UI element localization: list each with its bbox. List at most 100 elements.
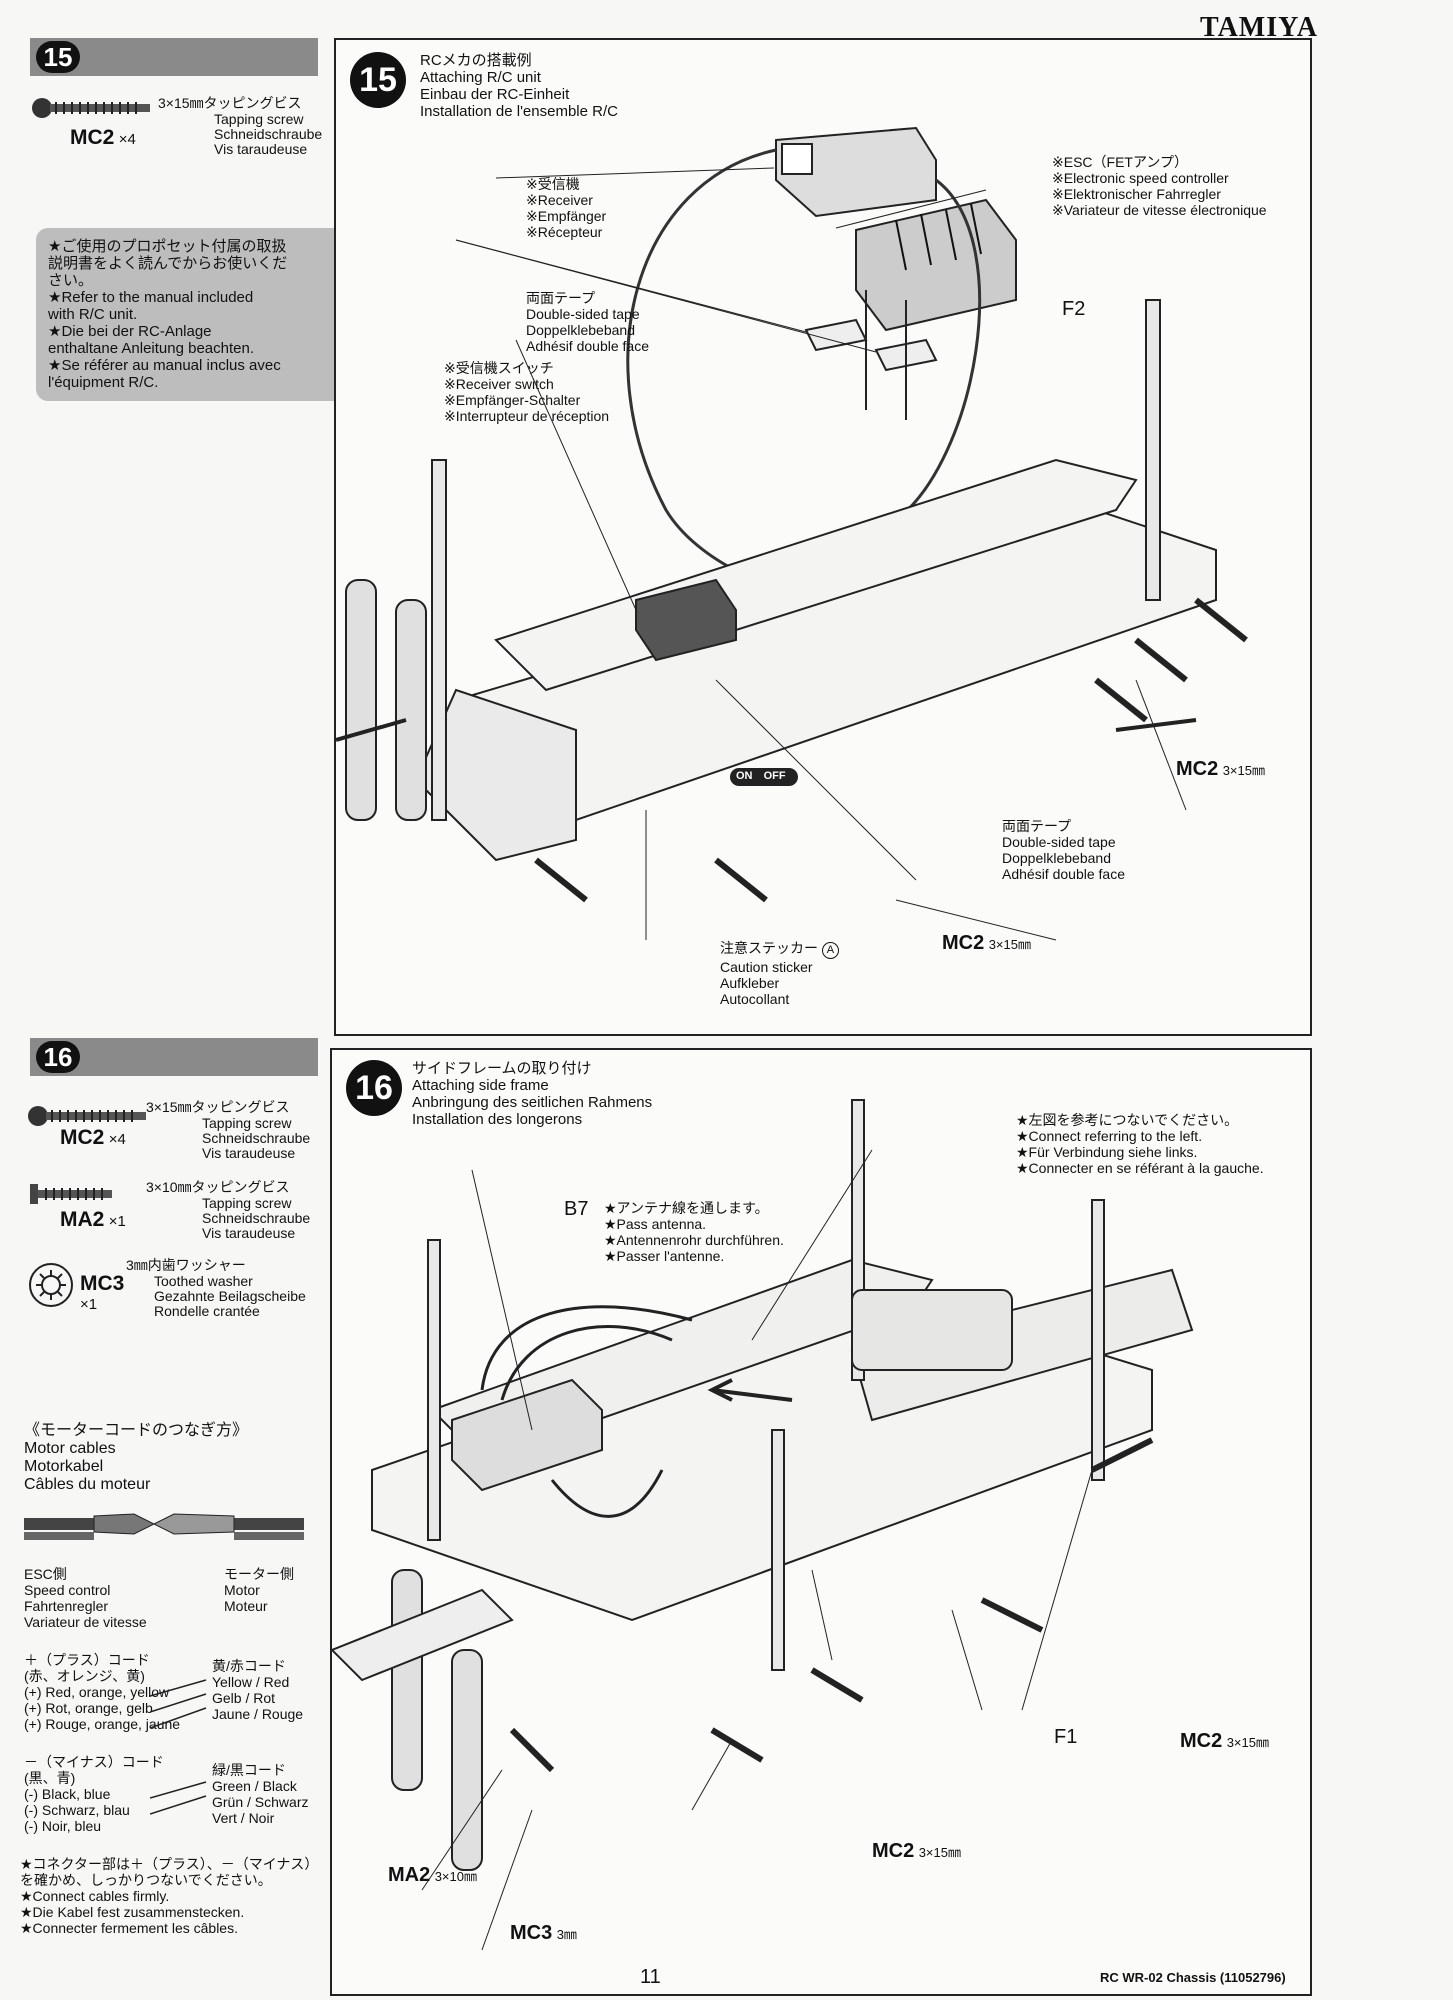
note-line: 説明書をよく読んでからお使いくだ xyxy=(48,255,288,272)
part-mc2-step16: 3×15㎜タッピングビス Tapping screw Schneidschrau… xyxy=(26,1098,326,1168)
label-line: Aufkleber xyxy=(720,975,780,991)
note-line: l'équipment R/C. xyxy=(48,374,159,391)
note-line: ★Die Kabel fest zusammenstecken. xyxy=(20,1904,245,1920)
desc-line: Tapping screw xyxy=(202,1115,292,1131)
label-line: Jaune / Rouge xyxy=(212,1706,304,1722)
part-code: MC3 xyxy=(510,1922,553,1944)
note-line: ★Pass antenna. xyxy=(604,1216,707,1232)
mc2-right-label-16: MC2 3×15㎜ xyxy=(1180,1730,1269,1753)
label-line: 注意ステッカー xyxy=(720,940,818,956)
label-line: (-) Noir, bleu xyxy=(24,1818,102,1834)
mc2-desc: Tapping screw Schneidschraube Vis taraud… xyxy=(214,112,322,157)
label-line: ※Electronic speed controller xyxy=(1052,170,1229,186)
part-code: MC2 xyxy=(872,1840,915,1862)
desc-line: Tapping screw xyxy=(214,111,304,127)
label-line: Gelb / Rot xyxy=(212,1690,276,1706)
label-line: 両面テープ xyxy=(526,290,596,306)
label-line: ※Elektronischer Fahrregler xyxy=(1052,186,1221,202)
note-line: ★コネクター部は＋（プラス）、－（マイナス） xyxy=(20,1856,319,1872)
label-line: Adhésif double face xyxy=(1002,866,1125,882)
mc2-code: MC2 xyxy=(70,126,115,149)
note-line: ★Connect cables firmly. xyxy=(20,1888,170,1904)
mc3-desc: Toothed washer Gezahnte Beilagscheibe Ro… xyxy=(154,1274,306,1319)
title-line: Attaching R/C unit xyxy=(420,69,541,86)
part-code: MC2 xyxy=(1176,758,1219,780)
switch-on-label: ON xyxy=(736,770,753,782)
note-line: ★Connecter en se référant à la gauche. xyxy=(1016,1160,1264,1176)
ma2-label-16: MA2 3×10㎜ xyxy=(388,1864,477,1887)
desc-line: Schneidschraube xyxy=(214,126,323,142)
note-line: ★Connect referring to the left. xyxy=(1016,1128,1203,1144)
note-line: enthaltane Anleitung beachten. xyxy=(48,340,255,357)
receiver-shape xyxy=(775,126,937,218)
part-dim: 3×10㎜ xyxy=(434,1869,477,1884)
chassis-diagram-15 xyxy=(336,126,1248,941)
label-line: Caution sticker xyxy=(720,959,813,975)
heading-line: 《モーターコードのつなぎ方》 xyxy=(24,1422,249,1439)
part-f2-label: F2 xyxy=(1062,298,1086,320)
caution-sticker-label: 注意ステッカー A Caution sticker Aufkleber Auto… xyxy=(720,940,839,1007)
mc2-bottom-label: MC2 3×15㎜ xyxy=(942,932,1031,955)
label-line: (+) Rot, orange, gelb xyxy=(24,1700,153,1716)
title-line: Installation de l'ensemble R/C xyxy=(420,103,618,120)
label-line: (+) Red, orange, yellow xyxy=(24,1684,170,1700)
label-line: Vert / Noir xyxy=(212,1810,275,1826)
label-line: ※ESC（FETアンプ） xyxy=(1052,154,1188,170)
label-line: ※Empfänger xyxy=(526,208,607,224)
mc2-desc: Tapping screw Schneidschraube Vis taraud… xyxy=(202,1116,310,1161)
ma2-code: MA2 xyxy=(60,1208,105,1231)
step-16-circle: 16 xyxy=(346,1060,402,1116)
label-line: Moteur xyxy=(224,1598,268,1614)
plus-cord-label: ＋（プラス）コード (赤、オレンジ、黄) (+) Red, orange, ye… xyxy=(24,1652,180,1732)
label-line: ※受信機スイッチ xyxy=(444,360,554,376)
sticker-a-mark: A xyxy=(821,942,839,959)
step-15-circle: 15 xyxy=(350,52,406,108)
switch-off-label: OFF xyxy=(763,770,786,782)
motor-side-label: モーター側 Motor Moteur xyxy=(224,1566,294,1614)
note-line: ★Antennenrohr durchführen. xyxy=(604,1232,784,1248)
label-line: ＋（プラス）コード xyxy=(24,1652,150,1668)
ma2-dim: 3×10㎜タッピングビス xyxy=(146,1179,290,1195)
label-line: Grün / Schwarz xyxy=(212,1794,309,1810)
step-15-header: 15 xyxy=(30,38,318,76)
motor-cables-heading: 《モーターコードのつなぎ方》 Motor cables Motorkabel C… xyxy=(24,1422,248,1494)
esc-label: ※ESC（FETアンプ） ※Electronic speed controlle… xyxy=(1052,154,1267,218)
brand-logo: TAMIYA xyxy=(1199,12,1318,43)
receiver-label: ※受信機 ※Receiver ※Empfänger ※Récepteur xyxy=(526,176,606,240)
label-line: Fahrtenregler xyxy=(24,1598,109,1614)
step-16-panel: 16 サイドフレームの取り付け Attaching side frame Anb… xyxy=(330,1048,1312,1996)
title-line: Attaching side frame xyxy=(412,1077,549,1094)
step-16-number: 16 xyxy=(36,1041,80,1073)
label-line: (-) Schwarz, blau xyxy=(24,1802,130,1818)
label-line: ※Récepteur xyxy=(526,224,603,240)
screw-icon xyxy=(32,98,150,118)
note-line: ★ご使用のプロポセット付属の取扱 xyxy=(48,238,287,255)
rc-manual-note: ★ご使用のプロポセット付属の取扱 説明書をよく読んでからお使いくだ さい。 ★R… xyxy=(36,228,346,401)
desc-line: Rondelle crantée xyxy=(154,1303,260,1319)
mc2-bottom-label-16: MC2 3×15㎜ xyxy=(872,1840,961,1863)
plus-motor-cord-label: 黄/赤コード Yellow / Red Gelb / Rot Jaune / R… xyxy=(212,1658,303,1722)
part-code: MA2 xyxy=(388,1864,431,1886)
desc-line: Vis taraudeuse xyxy=(214,141,308,157)
desc-line: Tapping screw xyxy=(202,1195,292,1211)
note-line: ★アンテナ線を通します。 xyxy=(604,1200,769,1216)
page-number: 11 xyxy=(640,1966,661,1988)
heading-line: Motorkabel xyxy=(24,1458,104,1475)
mc3-label-16: MC3 3㎜ xyxy=(510,1922,577,1945)
page-footer-title: RC WR-02 Chassis (11052796) xyxy=(1100,1970,1286,1985)
part-mc3: 3㎜内歯ワッシャー Toothed washer Gezahnte Beilag… xyxy=(26,1258,326,1328)
label-line: 両面テープ xyxy=(1002,818,1072,834)
connect-cables-note: ★コネクター部は＋（プラス）、－（マイナス） を確かめ、しっかりつないでください… xyxy=(20,1856,318,1936)
part-dim: 3×15㎜ xyxy=(1226,1735,1269,1750)
note-line: ★左図を参考につないでください。 xyxy=(1016,1112,1239,1128)
label-line: Green / Black xyxy=(212,1778,297,1794)
note-line: ★Se référer au manual inclus avec xyxy=(48,357,281,374)
part-dim: 3×15㎜ xyxy=(1222,763,1265,778)
note-line: with R/C unit. xyxy=(48,306,138,323)
note-line: さい。 xyxy=(48,272,94,289)
label-line: ESC側 xyxy=(24,1566,67,1582)
desc-line: Gezahnte Beilagscheibe xyxy=(154,1288,306,1304)
label-line: ※Receiver xyxy=(526,192,593,208)
mc3-code: MC3 xyxy=(80,1272,125,1295)
step-15-title: RCメカの搭載例 Attaching R/C unit Einbau der R… xyxy=(420,52,618,120)
